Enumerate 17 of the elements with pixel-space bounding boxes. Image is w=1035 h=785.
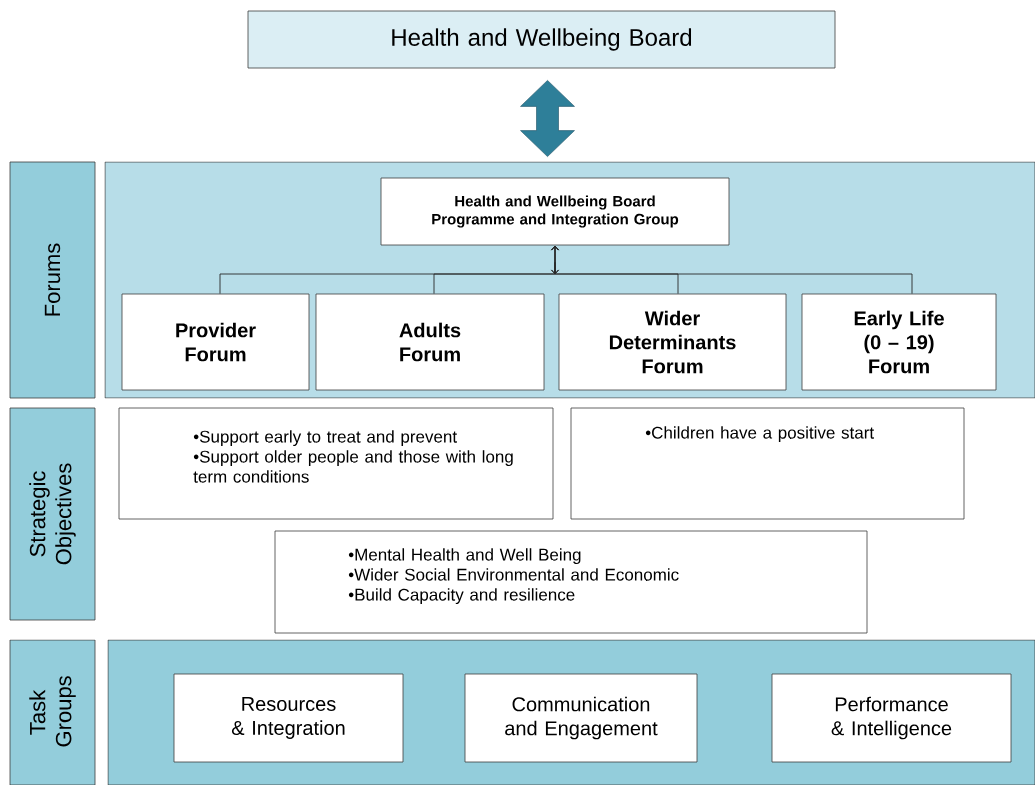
- title-box: Health and Wellbeing Board: [247, 10, 836, 69]
- forum-box: Adults Forum: [315, 293, 545, 391]
- objective-box: •Children have a positive start: [570, 407, 965, 520]
- task-box: Performance & Intelligence: [771, 673, 1012, 763]
- forum-box: Early Life (0 – 19) Forum: [801, 293, 997, 391]
- side-label: Strategic Objectives: [9, 407, 96, 621]
- double-arrow: [520, 80, 575, 157]
- task-box: Communication and Engagement: [464, 673, 698, 763]
- task-box: Resources & Integration: [173, 673, 404, 763]
- group-box: Health and Wellbeing Board Programme and Integration Group: [380, 177, 730, 246]
- forum-box: Wider Determinants Forum: [558, 293, 787, 391]
- forum-box: Provider Forum: [121, 293, 310, 391]
- connector-arrow: [551, 245, 913, 295]
- objective-box: •Support early to treat and prevent •Support older people and those with long term conditions: [118, 407, 554, 520]
- side-label: Forums: [9, 161, 96, 399]
- objective-box: •Mental Health and Well Being •Wider Social Environmental and Economic •Build Capacity and resilience: [274, 530, 868, 634]
- side-label: Task Groups: [9, 639, 96, 785]
